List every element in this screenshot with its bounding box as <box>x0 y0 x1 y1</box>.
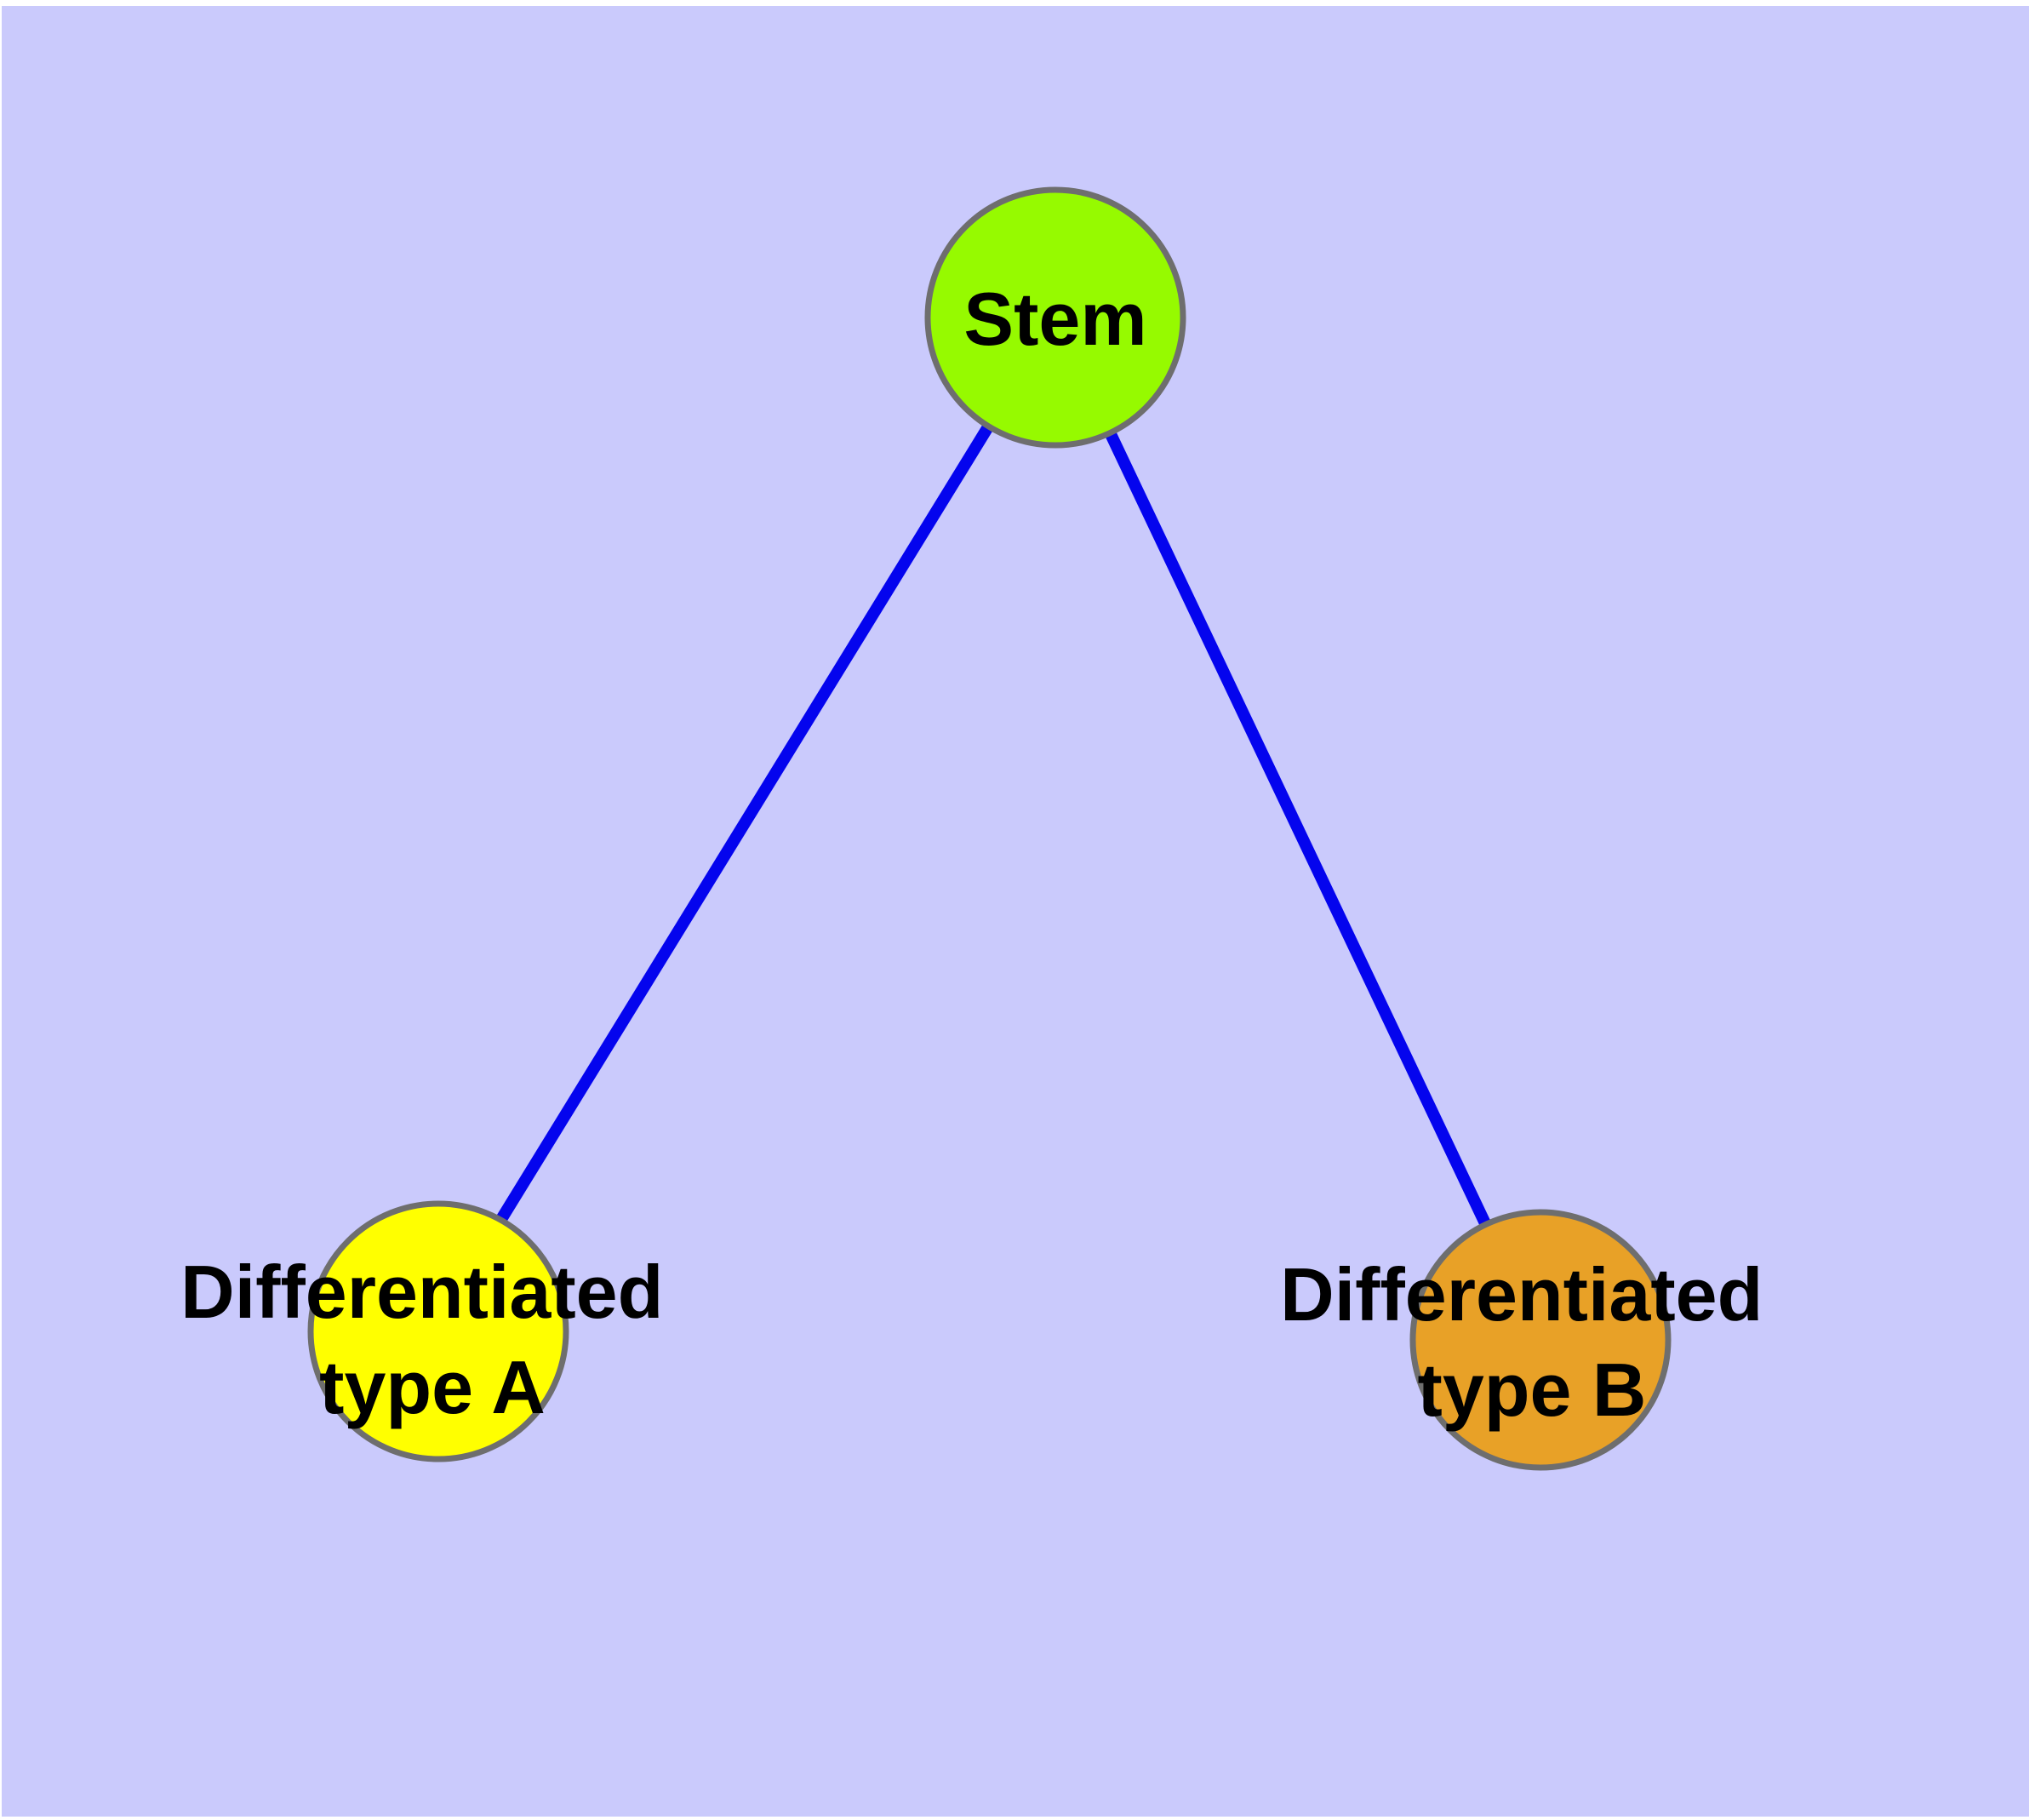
node-label-stem: Stem <box>963 277 1146 361</box>
node-stem <box>924 186 1186 449</box>
node-label-differentiated-type-b-line1: Differentiated <box>1280 1252 1763 1336</box>
node-label-differentiated-type-b: Differentiated type B <box>1280 1252 1784 1432</box>
edge-stem-to-type-a <box>427 314 1060 1335</box>
node-label-differentiated-type-a: Differentiated type A <box>180 1250 684 1429</box>
node-label-differentiated-type-a-line1: Differentiated <box>180 1250 663 1334</box>
node-differentiated-type-a <box>307 1200 569 1462</box>
node-differentiated-type-b <box>1409 1209 1672 1471</box>
node-label-differentiated-type-a-line2: type A <box>319 1345 546 1429</box>
edge-stem-to-type-b <box>1049 314 1546 1343</box>
node-label-differentiated-type-b-line2: type B <box>1418 1348 1647 1432</box>
